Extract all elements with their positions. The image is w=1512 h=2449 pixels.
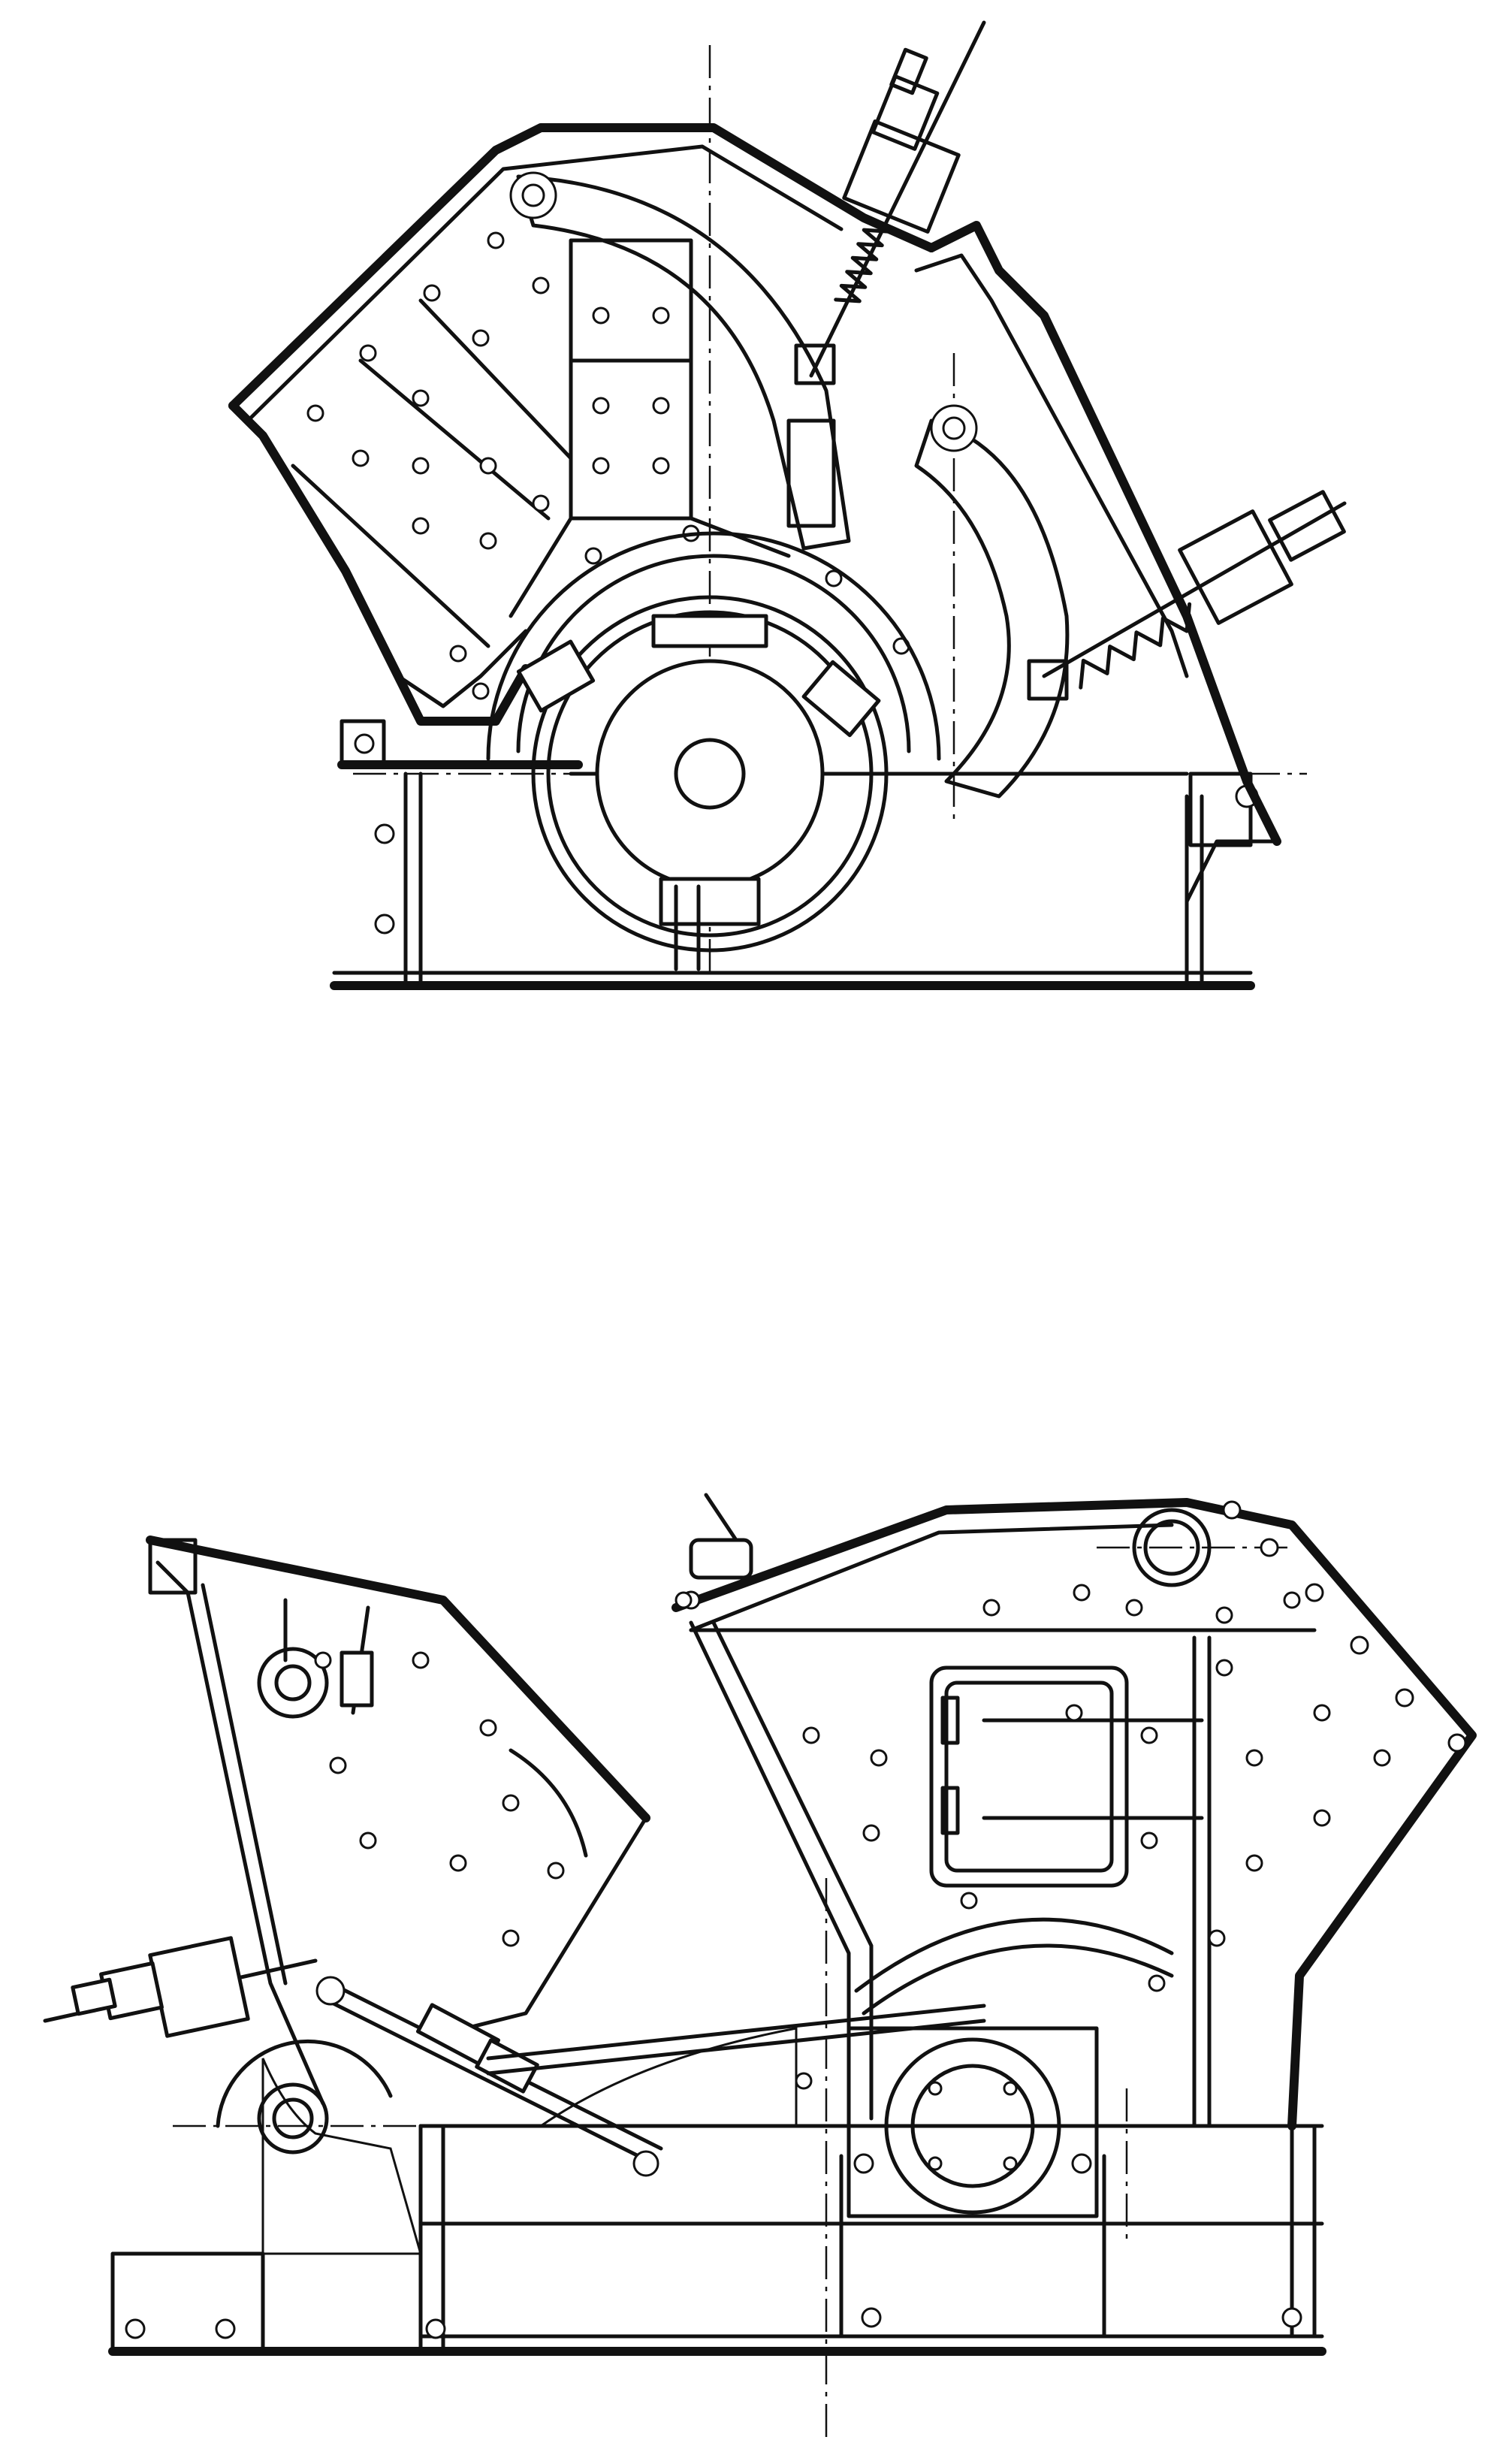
upper-centre-lines (353, 45, 1307, 977)
upper-feed-chute (291, 238, 791, 648)
lower-base-frame (108, 2124, 1326, 2356)
upper-adjust-rod-1 (794, 20, 986, 385)
upper-impact-apron-2 (914, 404, 1070, 799)
crusher-upper-view (228, 20, 1347, 990)
lower-feed-hopper (146, 1536, 650, 2106)
lower-bolt-grid (795, 1584, 1391, 2090)
upper-housing (228, 123, 1281, 904)
lower-left-adjuster (43, 1936, 318, 2038)
lower-swing-links (315, 1976, 986, 2177)
upper-impact-apron-1 (509, 171, 851, 551)
upper-bolt-grid (306, 231, 910, 700)
lower-inspection-hatch (929, 1665, 1204, 1888)
lower-bearing-housing (847, 2026, 1099, 2218)
upper-adjust-rod-2 (1027, 490, 1347, 701)
lower-top-flap (675, 1493, 753, 1609)
lower-discharge (216, 2027, 798, 2255)
upper-rotor (486, 531, 941, 971)
crusher-lower-view (43, 1493, 1477, 2441)
